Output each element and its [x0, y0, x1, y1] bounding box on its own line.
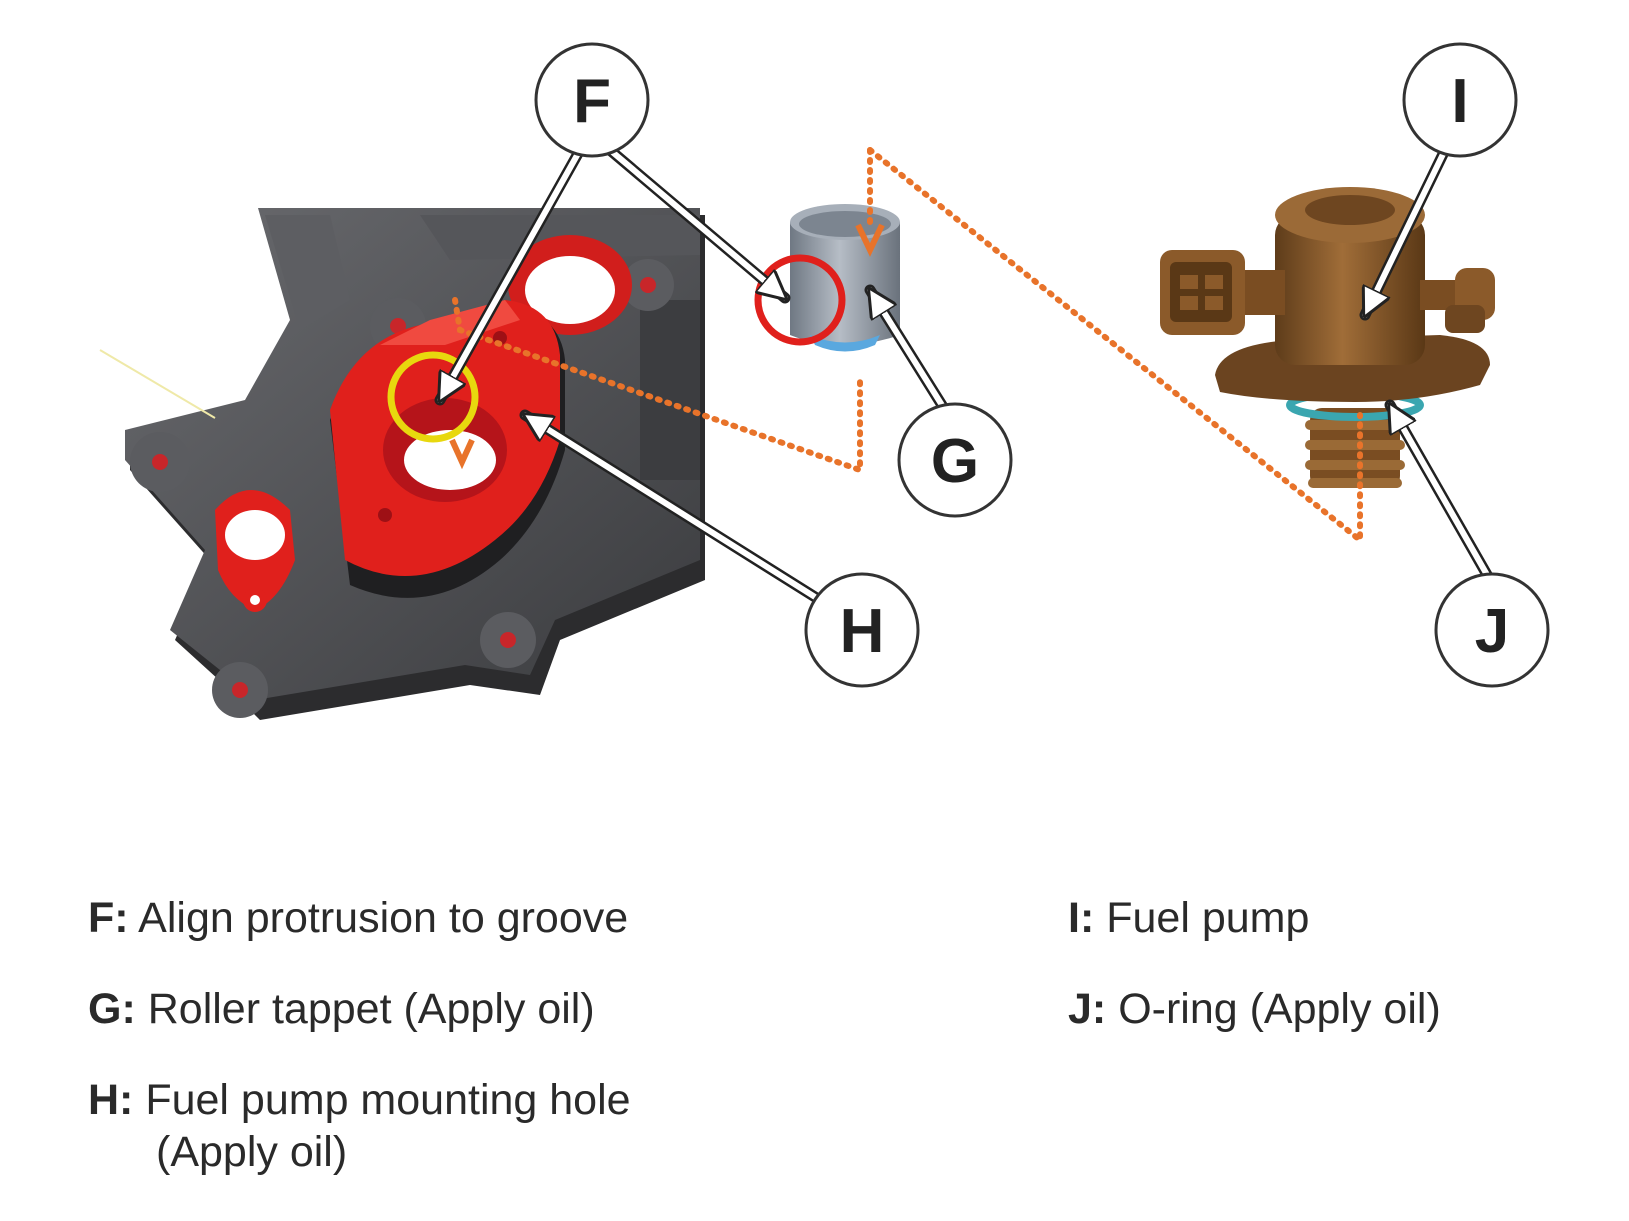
alignment-arrowhead [449, 438, 475, 470]
legend-key: G: [88, 985, 136, 1033]
bolt-hole [622, 259, 674, 311]
bolt-hole [212, 662, 268, 718]
roller-tappet [790, 204, 900, 352]
bolt-hole [130, 432, 190, 492]
legend-text: Align protrusion to groove [138, 894, 629, 942]
legend-text: Roller tappet (Apply oil) [147, 985, 595, 1033]
callout-f-label: F [573, 67, 611, 136]
legend-key: I: [1068, 894, 1095, 942]
pump-housing [99, 208, 705, 720]
alignment-arrowhead [855, 223, 885, 257]
legend-key: H: [88, 1076, 134, 1124]
callout-i: I [1402, 42, 1518, 158]
fuel-pump-installation-diagram: F G H I J [99, 42, 1550, 720]
fuel-pump [1160, 187, 1495, 488]
callout-h-label: H [840, 597, 885, 666]
leader-arrows [434, 144, 1496, 603]
legend-text-continued: (Apply oil) [156, 1127, 348, 1176]
legend-item-h: H: Fuel pump mounting hole (Apply oil) [88, 1075, 631, 1178]
oil-port [215, 490, 295, 612]
alignment-guide-lines [452, 147, 1363, 547]
legend-item-f: F: Align protrusion to groove [88, 893, 628, 945]
pump-plunger [1305, 408, 1405, 488]
legend-item-i: I: Fuel pump [1068, 893, 1309, 945]
callout-h: H [804, 572, 920, 688]
protrusion-highlight-circle [387, 351, 479, 443]
legend-key: F: [88, 894, 129, 942]
bolt-hole [480, 612, 536, 668]
callout-j: J [1434, 572, 1550, 688]
legend-item-g: G: Roller tappet (Apply oil) [88, 984, 595, 1036]
legend-text: Fuel pump mounting hole [145, 1076, 631, 1124]
callout-f: F [534, 42, 650, 158]
callout-j-label: J [1475, 597, 1509, 666]
legend-key: J: [1068, 985, 1107, 1033]
fuel-outlet-fitting [1420, 268, 1495, 333]
callout-g: G [897, 402, 1013, 518]
callout-i-label: I [1451, 67, 1468, 136]
callout-g-label: G [931, 427, 979, 496]
legend-item-j: J: O-ring (Apply oil) [1068, 984, 1441, 1036]
electrical-connector [1160, 250, 1285, 335]
legend-text: Fuel pump [1106, 894, 1310, 942]
legend-text: O-ring (Apply oil) [1118, 985, 1441, 1033]
